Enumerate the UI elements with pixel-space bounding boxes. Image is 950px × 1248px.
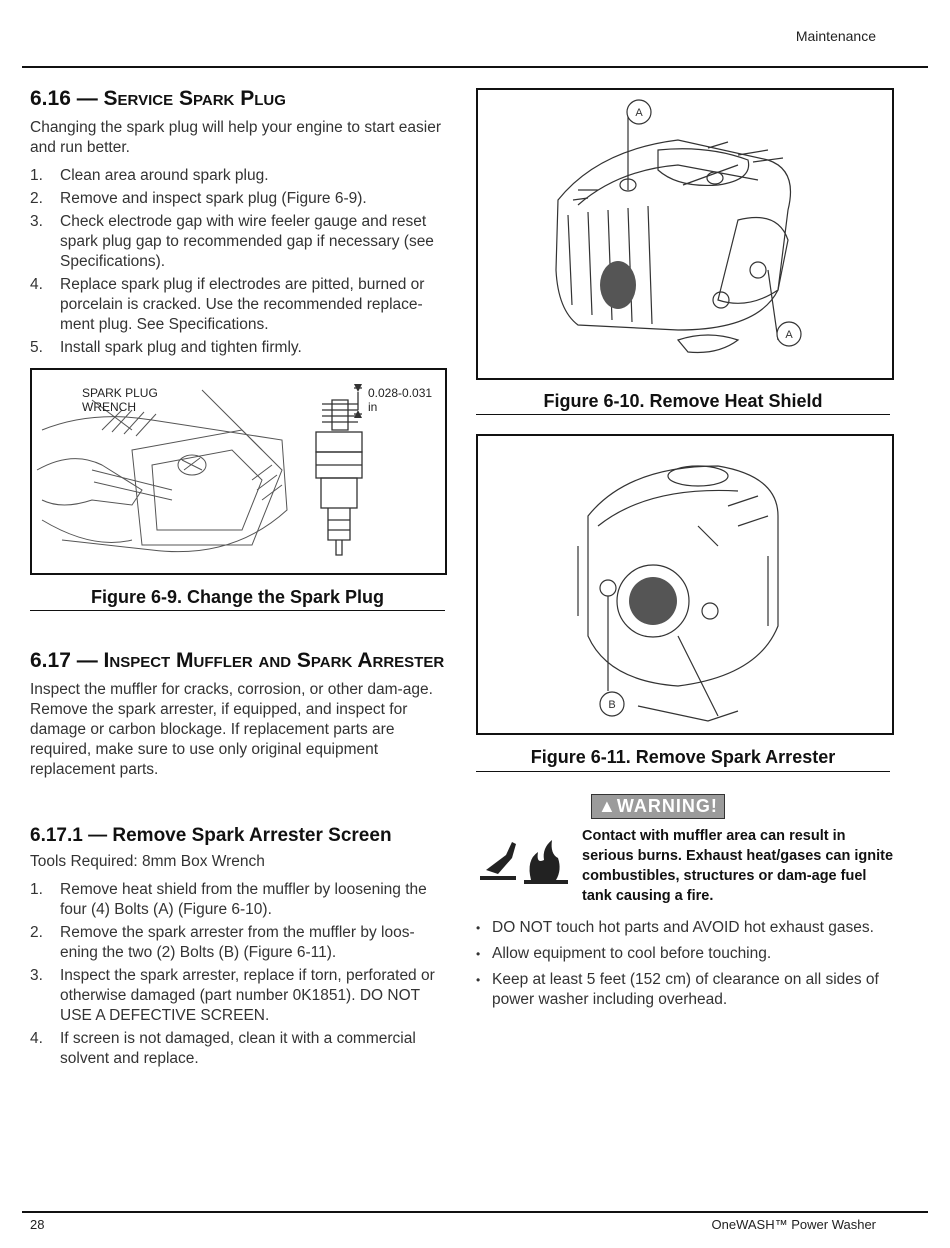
list-item: DO NOT touch hot parts and AVOID hot exh… xyxy=(476,918,890,938)
heat-shield-illustration: A A xyxy=(555,99,802,354)
warning-text: Contact with muffler area can result in … xyxy=(582,828,894,904)
list-item: 5.Install spark plug and tighten firmly. xyxy=(30,339,302,356)
caption-rule xyxy=(30,610,445,611)
footer-product: OneWASH™ Power Washer xyxy=(711,1217,876,1232)
section-6-17: 6.17 — Inspect Muffler and Spark Arreste… xyxy=(30,648,445,780)
list-item: 3.Inspect the spark arrester, replace if… xyxy=(30,967,435,1024)
section-6-17-1-steps: 1.Remove heat shield from the muffler by… xyxy=(30,880,445,1069)
running-header: Maintenance xyxy=(795,28,876,44)
header-rule xyxy=(22,66,928,68)
section-6-17-1-title: 6.17.1 — Remove Spark Arrester Screen xyxy=(30,825,392,846)
figure-6-9-caption: Figure 6-9. Change the Spark Plug xyxy=(90,587,385,607)
caption-rule xyxy=(476,771,890,772)
section-6-17-1: 6.17.1 — Remove Spark Arrester Screen To… xyxy=(30,824,445,1072)
callout-a-top: A xyxy=(635,107,643,119)
section-6-16-title: 6.16 — Service Spark Plug xyxy=(30,87,286,110)
callout-b: B xyxy=(608,699,615,711)
section-6-16: 6.16 — Service Spark Plug Changing the s… xyxy=(30,86,445,361)
warning-badge: ▲WARNING! xyxy=(591,794,725,819)
list-item: 1.Remove heat shield from the muffler by… xyxy=(30,881,427,918)
spark-arrester-illustration: B xyxy=(577,465,779,722)
spark-plug-wrench-label: SPARK PLUG WRENCH xyxy=(82,386,158,414)
list-item: 4.Replace spark plug if electrodes are p… xyxy=(30,276,425,333)
tools-required: Tools Required: 8mm Box Wrench xyxy=(30,853,265,870)
callout-a-bottom: A xyxy=(785,329,793,341)
spark-plug-illustration xyxy=(36,384,363,556)
figure-6-11-caption: Figure 6-11. Remove Spark Arrester xyxy=(530,747,836,767)
figure-6-10-caption: Figure 6-10. Remove Heat Shield xyxy=(543,391,823,411)
list-item: 2.Remove and inspect spark plug (Figure … xyxy=(30,190,367,207)
list-item: Allow equipment to cool before touching. xyxy=(476,944,890,964)
section-6-16-intro: Changing the spark plug will help your e… xyxy=(30,119,441,156)
list-item: 3.Check electrode gap with wire feeler g… xyxy=(30,213,434,270)
section-6-16-steps: 1.Clean area around spark plug. 2.Remove… xyxy=(30,166,445,358)
list-item: 1.Clean area around spark plug. xyxy=(30,167,269,184)
page-number: 28 xyxy=(30,1217,45,1232)
list-item: 4.If screen is not damaged, clean it wit… xyxy=(30,1030,416,1067)
caption-rule xyxy=(476,414,890,415)
burn-hazard-icon xyxy=(476,830,576,890)
warning-triangle-icon: ▲ xyxy=(598,796,617,816)
warning-bullets: DO NOT touch hot parts and AVOID hot exh… xyxy=(476,918,890,1016)
footer-rule xyxy=(22,1211,928,1213)
gap-label: 0.028-0.031 in xyxy=(368,386,433,414)
list-item: 2.Remove the spark arrester from the muf… xyxy=(30,924,415,961)
section-6-17-title: 6.17 — Inspect Muffler and Spark Arreste… xyxy=(30,649,445,672)
figure-6-11: B xyxy=(476,434,894,735)
list-item: Keep at least 5 feet (152 cm) of clearan… xyxy=(476,970,890,1010)
section-6-17-intro: Inspect the muffler for cracks, corrosio… xyxy=(30,681,433,778)
figure-6-9: SPARK PLUG WRENCH 0.028-0.031 in xyxy=(30,368,447,575)
figure-6-10: A A xyxy=(476,88,894,380)
